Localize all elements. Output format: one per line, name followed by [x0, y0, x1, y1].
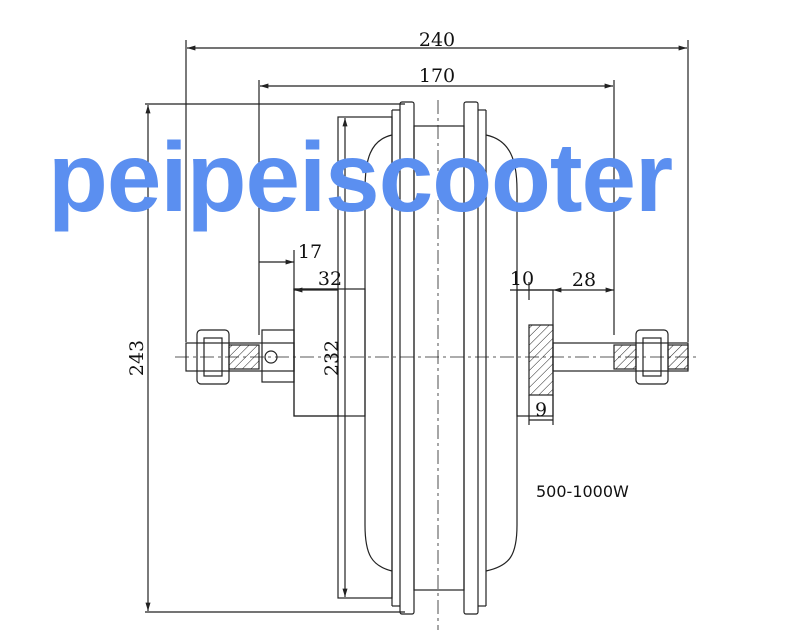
- dim-label-32: 32: [318, 268, 342, 290]
- dim-label-240: 240: [419, 29, 455, 51]
- dim-label-232: 232: [321, 340, 343, 376]
- dim-label-170: 170: [419, 65, 455, 87]
- dim-label-9: 9: [535, 399, 547, 421]
- dim-label-17: 17: [298, 241, 322, 263]
- dim-label-243: 243: [126, 340, 148, 376]
- power-rating: 500-1000W: [536, 482, 629, 501]
- dim-label-10: 10: [510, 268, 534, 290]
- watermark-text: peipeiscooter: [48, 122, 673, 232]
- axle-hole: [264, 350, 278, 364]
- hub-shell: [364, 134, 393, 572]
- dim-label-28: 28: [572, 269, 596, 291]
